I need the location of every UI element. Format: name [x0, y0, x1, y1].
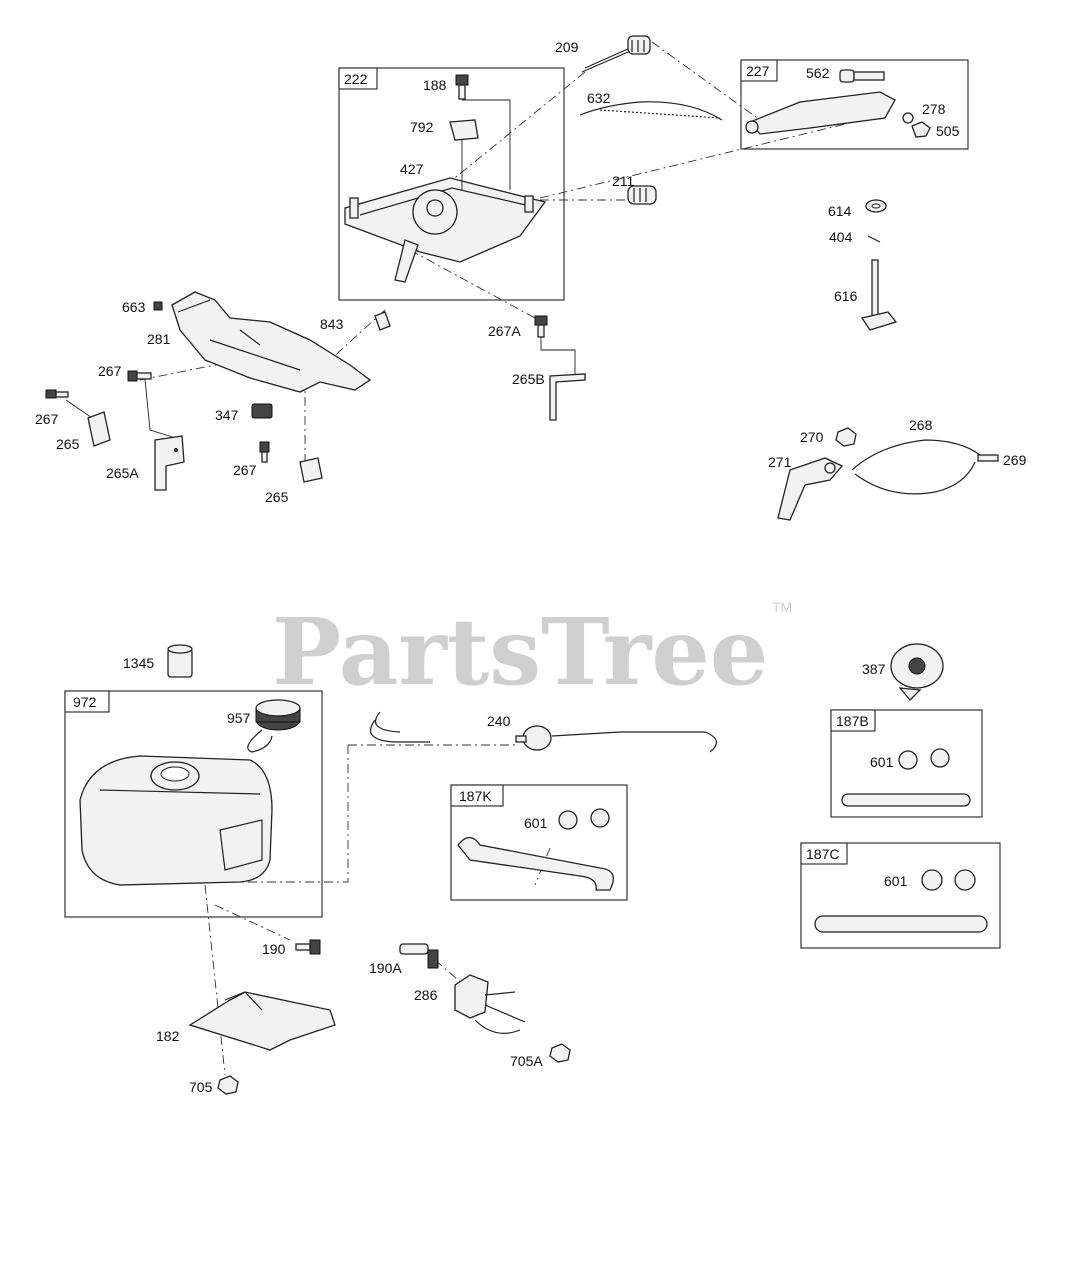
callout-182: 182 [156, 1028, 180, 1044]
callout-505: 505 [936, 123, 960, 139]
callout-843: 843 [320, 316, 344, 332]
shaft-616 [860, 259, 898, 331]
spring-632 [579, 101, 723, 121]
callout-347: 347 [215, 407, 239, 423]
callout-267-left: 267 [35, 411, 59, 427]
bolt-267a [534, 315, 576, 378]
callout-240: 240 [487, 713, 511, 729]
callout-190a: 190A [369, 960, 402, 976]
callout-268: 268 [909, 417, 933, 433]
callout-265a: 265A [106, 465, 139, 481]
frame-227-label: 227 [746, 63, 770, 79]
fuel-tank-972 [79, 755, 273, 886]
frame-972-label: 972 [73, 694, 97, 710]
frame-187c: 187C [800, 842, 1001, 949]
frame-227: 227 [740, 59, 969, 150]
frame-222: 222 [338, 67, 565, 301]
pin-404 [867, 235, 881, 243]
callout-957: 957 [227, 710, 251, 726]
callout-614: 614 [828, 203, 852, 219]
bolt-267-lower [259, 441, 270, 463]
clamps-187c [814, 869, 988, 933]
screw-663 [153, 301, 163, 311]
lever-bracket-271 [777, 457, 844, 521]
callout-265b: 265B [512, 371, 545, 387]
frame-187k-label: 187K [459, 788, 492, 804]
callout-271: 271 [768, 454, 792, 470]
callout-265-lower: 265 [265, 489, 289, 505]
callout-286: 286 [414, 987, 438, 1003]
cable-end-269 [977, 454, 999, 462]
callout-601-187b: 601 [870, 754, 894, 770]
callout-188: 188 [423, 77, 447, 93]
air-guide-281 [171, 291, 372, 393]
switch-347 [251, 403, 273, 419]
callout-632: 632 [587, 90, 611, 106]
callout-267-lower: 267 [233, 462, 257, 478]
frame-187b: 187B [830, 709, 983, 818]
frame-187b-label: 187B [836, 713, 869, 729]
callout-601-187k: 601 [524, 815, 548, 831]
callout-387: 387 [862, 661, 886, 677]
bracket-265a [154, 435, 185, 491]
washer-614 [865, 199, 887, 213]
fuel-line-240 [370, 711, 717, 753]
frame-187k: 187K [450, 784, 628, 901]
callout-705a: 705A [510, 1053, 543, 1069]
callout-labels: 209 188 792 427 632 562 278 505 211 614 … [35, 39, 1027, 1095]
clamps-187b [841, 748, 971, 807]
frame-972: 972 [64, 690, 323, 918]
bolt-190 [295, 939, 321, 955]
shield-182 [188, 991, 336, 1051]
callout-267a: 267A [488, 323, 521, 339]
callout-211: 211 [612, 173, 635, 189]
spring-209 [581, 35, 651, 73]
cable-268 [851, 439, 981, 495]
nut-705 [217, 1075, 239, 1095]
callout-404: 404 [829, 229, 853, 245]
clip-265-left [87, 411, 111, 447]
callout-705: 705 [189, 1079, 213, 1095]
clip-265-lower [299, 457, 323, 483]
callout-270: 270 [800, 429, 824, 445]
callout-281: 281 [147, 331, 171, 347]
callout-209: 209 [555, 39, 579, 55]
callout-265-left: 265 [56, 436, 80, 452]
clamps-187k [457, 808, 614, 891]
control-bracket-plate [344, 177, 547, 283]
lever-assembly-227 [745, 69, 931, 138]
callout-190: 190 [262, 941, 286, 957]
fuel-cap-957 [247, 699, 301, 753]
callout-1345: 1345 [123, 655, 154, 671]
filter-1345 [167, 644, 193, 678]
connector-843 [374, 311, 391, 331]
callout-792: 792 [410, 119, 434, 135]
bracket-265b [549, 373, 586, 421]
frame-222-label: 222 [344, 71, 368, 87]
callout-278: 278 [922, 101, 946, 117]
bracket-286 [454, 974, 526, 1034]
callout-427: 427 [400, 161, 424, 177]
fuel-pump-387 [890, 643, 944, 701]
bolt-190a [399, 943, 439, 969]
bolt-188 [455, 74, 511, 190]
callout-663: 663 [122, 299, 146, 315]
callout-269: 269 [1003, 452, 1027, 468]
watermark-text: PartsTree [272, 598, 768, 706]
nut-705a [549, 1043, 571, 1063]
callout-616: 616 [834, 288, 858, 304]
callout-562: 562 [806, 65, 830, 81]
callout-267-upper: 267 [98, 363, 122, 379]
frame-187c-label: 187C [806, 846, 839, 862]
bracket-792 [449, 119, 479, 190]
callout-601-187c: 601 [884, 873, 908, 889]
nut-270 [835, 427, 857, 447]
spring-211 [627, 185, 657, 205]
bolt-267-upper [127, 370, 183, 441]
watermark-trademark: TM [772, 599, 792, 615]
